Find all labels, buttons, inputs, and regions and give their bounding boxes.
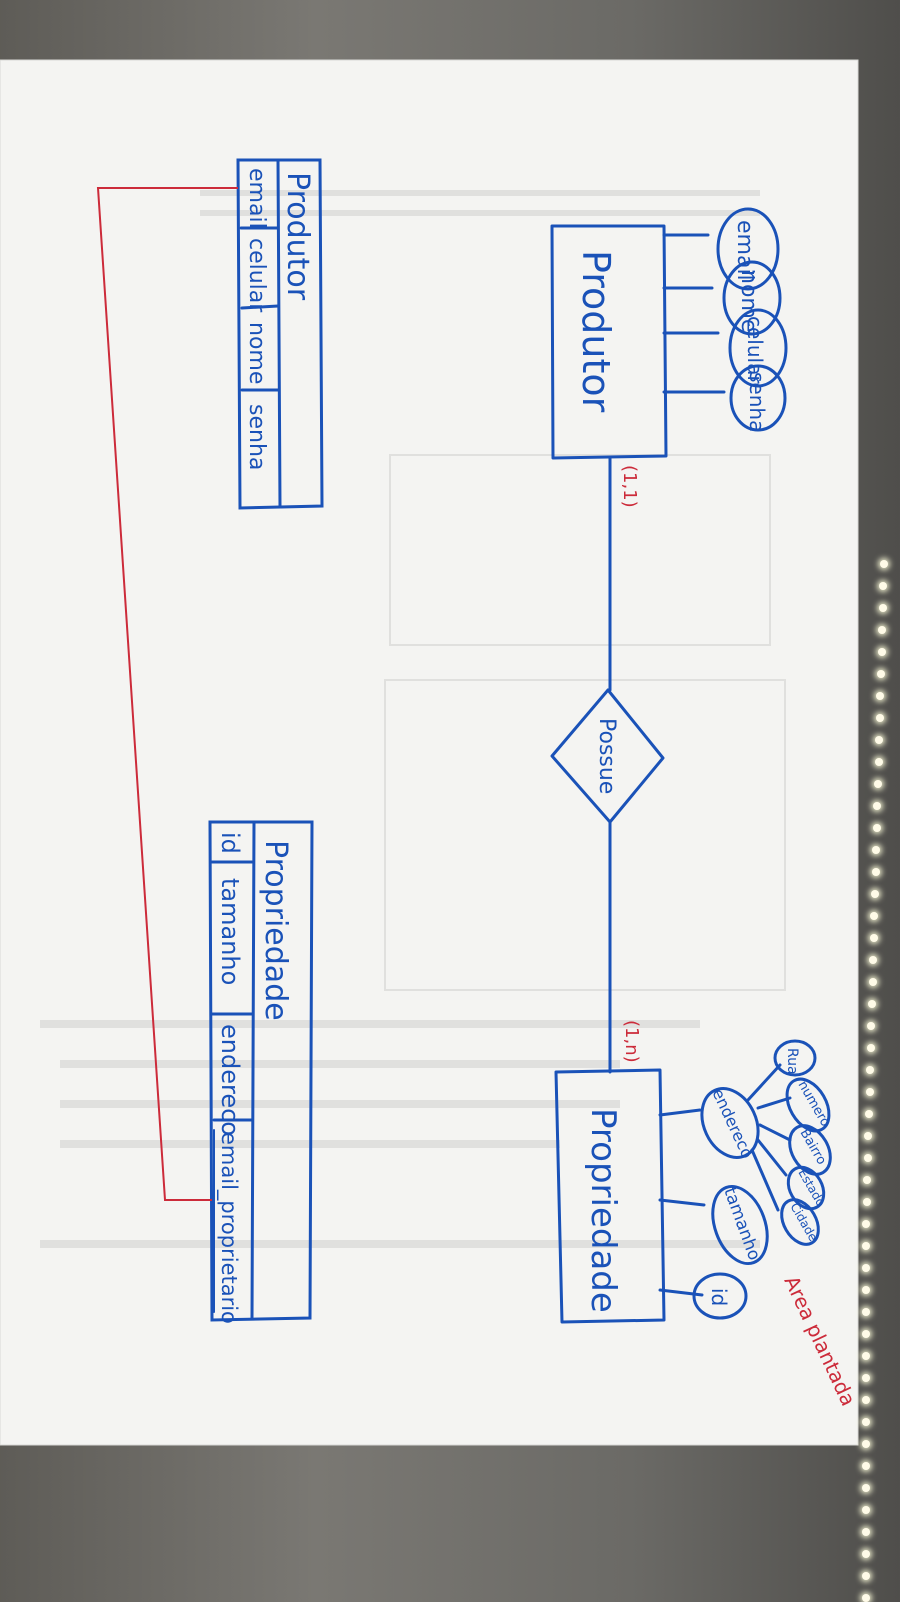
- led-light: [872, 846, 881, 854]
- propriedade-col-id: id: [216, 832, 244, 854]
- led-light: [862, 1550, 870, 1558]
- led-light: [869, 934, 878, 942]
- led-light: [862, 1352, 870, 1360]
- led-light: [878, 626, 887, 634]
- produtor-col-email: email: [244, 168, 269, 229]
- led-light: [875, 714, 884, 722]
- attribute-cidade-oval: [780, 1198, 820, 1246]
- propriedade-entity-box: [554, 1068, 666, 1324]
- produtor-table-title: Produtor: [280, 172, 315, 301]
- propriedade-col-tamanho: tamanho: [216, 878, 244, 985]
- produtor-col-nome: nome: [244, 322, 269, 384]
- led-light: [872, 824, 881, 832]
- led-light: [862, 1374, 870, 1382]
- propriedade-col-email-proprietario: email_proprietario: [216, 1132, 241, 1324]
- produtor-table-header-divider: [276, 158, 282, 508]
- led-light: [866, 1066, 875, 1074]
- attribute-id-oval: [692, 1272, 748, 1320]
- produtor-table-outline: [236, 158, 324, 510]
- led-light: [862, 1220, 870, 1228]
- attribute-nome-label: nome: [736, 270, 761, 332]
- led-light: [877, 648, 886, 656]
- led-light: [863, 1154, 872, 1162]
- led-light: [879, 582, 888, 590]
- led-light: [874, 758, 883, 766]
- attribute-rua-label: Rua: [784, 1048, 800, 1075]
- led-light: [862, 1198, 871, 1206]
- attribute-numero-oval: [785, 1077, 831, 1133]
- cardinality-produtor-label: (1,1): [619, 465, 640, 508]
- led-light: [862, 1418, 870, 1426]
- led-light: [873, 802, 882, 810]
- attribute-tamanho-oval: [711, 1184, 769, 1266]
- foreign-key-arrow: [96, 187, 238, 1201]
- led-light: [862, 1484, 870, 1492]
- propriedade-table-outline: [208, 820, 314, 1322]
- propriedade-col-endereco: endereco: [216, 1024, 244, 1136]
- produtor-entity-box: [550, 224, 668, 460]
- attribute-nome-oval: [722, 260, 782, 336]
- attribute-endereco-oval: [700, 1087, 760, 1159]
- attribute-id-label: id: [707, 1288, 731, 1306]
- led-light: [862, 1330, 870, 1338]
- led-light: [862, 1264, 870, 1272]
- attribute-estado-oval: [786, 1165, 826, 1211]
- propriedade-entity-label: Propriedade: [583, 1108, 623, 1313]
- led-light: [862, 1308, 870, 1316]
- produtor-entity-label: Produtor: [574, 250, 618, 413]
- attribute-rua-oval: [773, 1039, 817, 1077]
- led-light: [870, 912, 879, 920]
- produtor-col-senha: senha: [244, 404, 269, 470]
- attribute-celular-oval: [728, 308, 788, 388]
- produtor-col-celular: celular: [244, 238, 269, 313]
- paper-background: [0, 60, 858, 1445]
- led-light: [867, 1022, 876, 1030]
- led-light: [862, 1572, 870, 1580]
- led-light: [869, 956, 878, 964]
- led-light: [874, 780, 882, 788]
- led-light: [868, 1000, 876, 1008]
- attribute-senha-label: senha: [745, 372, 769, 432]
- led-light: [878, 604, 887, 612]
- attribute-senha-oval: [729, 364, 787, 432]
- propriedade-table-header-divider: [250, 820, 256, 1320]
- led-light: [875, 736, 884, 744]
- led-light: [871, 868, 880, 876]
- cardinality-propriedade-label: (1,n): [621, 1020, 642, 1063]
- led-light: [862, 1440, 870, 1448]
- led-light: [862, 1462, 870, 1470]
- led-light: [866, 1044, 875, 1052]
- led-light: [880, 560, 888, 568]
- led-light: [862, 1242, 870, 1250]
- led-light: [864, 1132, 873, 1140]
- attribute-bairro-oval: [788, 1124, 832, 1176]
- attribute-email-label: email: [732, 220, 757, 281]
- led-light: [862, 1506, 870, 1514]
- propriedade-table-title: Propriedade: [258, 840, 293, 1021]
- led-light: [871, 890, 879, 898]
- attribute-email-oval: [716, 207, 780, 291]
- led-light: [876, 692, 885, 700]
- possue-relationship-label: Possue: [594, 718, 619, 794]
- attribute-celular-label: celular: [743, 316, 767, 384]
- led-light: [865, 1110, 873, 1118]
- led-light: [862, 1528, 870, 1536]
- led-light: [865, 1088, 874, 1096]
- led-light: [862, 1594, 870, 1602]
- led-light: [862, 1286, 870, 1294]
- led-light: [862, 1396, 870, 1404]
- led-light: [863, 1176, 872, 1184]
- led-light: [868, 978, 877, 986]
- led-light: [877, 670, 885, 678]
